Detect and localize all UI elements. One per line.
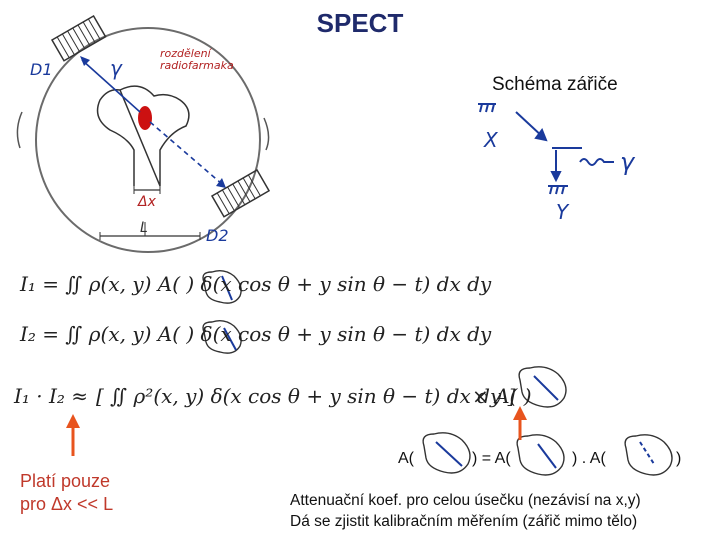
rotation-arrow-right xyxy=(263,117,270,151)
note-left: Platí pouze pro Δx << L xyxy=(20,470,113,516)
blob-id1 xyxy=(422,432,471,474)
label-L: L xyxy=(140,220,148,236)
rotation-arrow-left xyxy=(16,111,23,149)
identity-part4: ) xyxy=(676,450,682,467)
page-title: SPECT xyxy=(316,8,404,38)
equation-product-left: I₁ · I₂ ≈ xyxy=(14,384,89,408)
detector-d2 xyxy=(210,168,271,218)
emitter-gamma: γ xyxy=(620,148,635,176)
label-dx: Δx xyxy=(138,194,156,210)
note-left-line2: pro Δx << L xyxy=(20,494,114,514)
blob-id2 xyxy=(516,434,565,476)
note-bottom-line2: Dá se zjistit kalibračním měřením (zářič… xyxy=(290,513,638,530)
identity-part1: A( xyxy=(398,450,414,467)
gamma-arrowhead-down xyxy=(216,178,226,188)
note-left-line1: Platí pouze xyxy=(20,471,111,491)
schema-label: Schéma zářiče xyxy=(492,74,618,95)
blob-id3 xyxy=(624,434,673,476)
equation-product-mid: [ ∬ ρ²(x, y) δ(x cos θ + y sin θ − t) dx… xyxy=(96,384,516,408)
identity-part2: ) = A( xyxy=(472,450,511,467)
gamma-arrowhead-up xyxy=(80,56,90,66)
blob-i2 xyxy=(202,319,242,354)
gantry-circle xyxy=(35,27,261,253)
emitter-x: X xyxy=(484,128,498,152)
gamma-line-up xyxy=(81,59,141,113)
identity-part3: ) . A( xyxy=(572,450,606,467)
label-distribution: rozdělení radiofarmaka xyxy=(160,47,234,72)
blob-i1 xyxy=(202,269,242,304)
detector-d1 xyxy=(50,14,107,62)
note-bottom: Attenuační koef. pro celou úsečku (nezáv… xyxy=(290,490,641,532)
gamma-line-down xyxy=(149,121,223,185)
equation-product-right: × A( ) xyxy=(472,384,532,408)
blob-product xyxy=(518,366,567,408)
emitter-schema xyxy=(478,103,614,195)
label-gamma: γ xyxy=(110,56,122,80)
note-bottom-line1: Attenuační koef. pro celou úsečku (nezáv… xyxy=(290,492,641,509)
equation-i1: I₁ = ∬ ρ(x, y) A( ) δ(x cos θ + y sin θ … xyxy=(20,272,492,296)
equation-i2: I₂ = ∬ ρ(x, y) A( ) δ(x cos θ + y sin θ … xyxy=(20,322,492,346)
label-d2: D2 xyxy=(206,226,229,245)
label-d1: D1 xyxy=(30,60,53,79)
emitter-y: Y xyxy=(556,200,569,224)
red-activity xyxy=(138,106,152,130)
body-outline xyxy=(96,85,190,187)
